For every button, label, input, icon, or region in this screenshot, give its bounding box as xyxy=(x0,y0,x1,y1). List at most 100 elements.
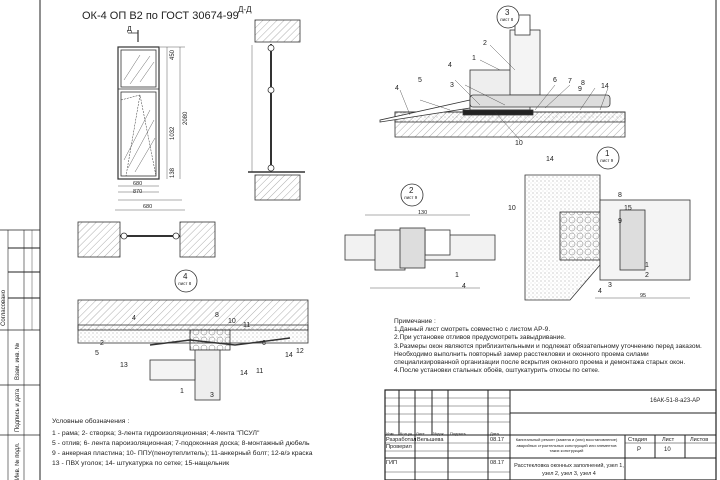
leader-label: 14 xyxy=(285,352,293,359)
dim-label: 870 xyxy=(133,189,143,195)
leader-label: 1 xyxy=(645,262,649,269)
leader-label: 3 xyxy=(608,282,612,289)
dim-label: 138 xyxy=(170,167,176,178)
note-item: 4.После установки стальных обоёв, оштука… xyxy=(394,367,600,375)
callout-3-sheet: лист 8 xyxy=(500,17,514,22)
leader-label: 9 xyxy=(618,218,622,225)
leader-label: 10 xyxy=(508,205,516,212)
callout-2-number: 2 xyxy=(409,186,414,195)
sheet-header: Лист xyxy=(662,437,675,443)
agreed-label: Согласовано xyxy=(1,289,7,326)
node-2-jamb xyxy=(344,183,496,289)
callout-1-number: 1 xyxy=(605,149,610,158)
legend-line: 9 - анкерная пластина; 10- ППУ(пеноутепл… xyxy=(52,450,313,457)
tb-header: Подпись xyxy=(450,431,466,436)
leader-label: 10 xyxy=(515,140,523,147)
sheet-title: Расстекловка оконных заполнений, узел 1,… xyxy=(514,463,624,477)
tb-role: Проверил xyxy=(386,444,412,450)
leader-label: 11 xyxy=(243,322,251,329)
dim-label: 130 xyxy=(418,210,428,216)
callout-2-sheet: лист 9 xyxy=(404,195,418,200)
leader-label: 8 xyxy=(618,192,622,199)
leader-label: 1 xyxy=(455,272,459,279)
legend-line: 5 - отлив; 6- лента пароизоляционная; 7-… xyxy=(52,440,310,447)
title-block-lines xyxy=(384,389,717,480)
tb-header: Лист xyxy=(416,431,425,436)
node-1-jamb xyxy=(524,146,691,301)
leader-label: 4 xyxy=(448,62,452,69)
sheets-header: Листов xyxy=(690,437,709,443)
note-item: 3.Размеры окон являются приблизительными… xyxy=(394,342,702,367)
drawing-code: 16АК-51-8-а23-АР xyxy=(650,398,701,404)
notes-heading: Примечание : xyxy=(394,318,436,325)
leader-label: 3 xyxy=(210,392,214,399)
callout-4-sheet: лист 8 xyxy=(178,281,192,286)
notes-block: Примечание : 1.Данный лист смотреть совм… xyxy=(394,318,714,375)
leader-label: 8 xyxy=(215,312,219,319)
leader-label: 4 xyxy=(598,288,602,295)
tb-header: Кол.уч. xyxy=(400,431,414,436)
callout-3-number: 3 xyxy=(505,8,510,17)
tb-header: Дата xyxy=(490,431,499,436)
dim-label: 2080 xyxy=(183,111,189,125)
dim-label: 1032 xyxy=(170,126,176,140)
leader-label: 6 xyxy=(262,340,266,347)
legend-heading: Условные обозначения : xyxy=(52,418,130,425)
callout-1-sheet: лист 9 xyxy=(600,158,614,163)
note-item: 1.Данный лист смотреть совместно с листо… xyxy=(394,326,551,334)
note-item: 2.При установке отливов предусмотреть за… xyxy=(394,334,566,342)
tb-date: 08.17 xyxy=(490,437,504,443)
stage-header: Стадия xyxy=(628,437,648,443)
tb-role: ГИП xyxy=(386,460,398,466)
project-name: Капитальный ремонт (замена и (или) восст… xyxy=(515,437,618,453)
stage-value: Р xyxy=(637,447,642,453)
leader-label: 2 xyxy=(100,340,104,347)
sheet-value: 10 xyxy=(664,447,671,453)
stamp-cell: Инв. № подл. xyxy=(15,442,21,480)
leader-label: 2 xyxy=(645,272,649,279)
leader-label: 1 xyxy=(472,55,476,62)
window-elevation xyxy=(117,30,185,193)
leader-label: 14 xyxy=(546,156,554,163)
leader-label: 4 xyxy=(132,315,136,322)
tb-header: №док. xyxy=(433,431,445,436)
leader-label: 12 xyxy=(296,348,304,355)
leader-label: 14 xyxy=(601,83,609,90)
dim-label: 680 xyxy=(143,204,153,210)
tb-role: Разработал xyxy=(386,437,417,443)
section-label: Д-Д xyxy=(238,5,252,14)
tb-header: Изм. xyxy=(386,431,395,436)
dim-label: 450 xyxy=(170,49,176,60)
node-3-sill xyxy=(379,5,626,141)
dim-label: 95 xyxy=(640,293,647,299)
tb-date: 08.17 xyxy=(490,460,504,466)
leader-label: 4 xyxy=(462,283,466,290)
plan-section xyxy=(77,199,216,258)
leader-label: 15 xyxy=(624,205,632,212)
drawing-title: ОК-4 ОП В2 по ГОСТ 30674-99 xyxy=(82,10,239,22)
stamp-cell: Взам. инв. № xyxy=(15,342,21,380)
leader-label: 7 xyxy=(568,78,572,85)
legend-line: 13 - ПВХ уголок; 14- штукатурка по сетке… xyxy=(52,460,230,467)
section-dd xyxy=(248,19,305,201)
section-mark: Д xyxy=(127,26,132,33)
callout-4-number: 4 xyxy=(183,272,188,281)
tb-name: Вельшева xyxy=(417,437,444,443)
leader-label: 13 xyxy=(120,362,128,369)
leader-label: 11 xyxy=(256,368,264,375)
leader-label: 5 xyxy=(418,77,422,84)
dim-label: 680 xyxy=(133,181,143,187)
legend-line: 1 - рама; 2- створка; 3-лента гидроизоля… xyxy=(52,430,260,437)
leader-label: 14 xyxy=(240,370,248,377)
leader-label: 3 xyxy=(450,82,454,89)
leader-label: 2 xyxy=(483,40,487,47)
leader-label: 10 xyxy=(228,318,236,325)
leader-label: 5 xyxy=(95,350,99,357)
leader-label: 6 xyxy=(553,77,557,84)
leader-label: 1 xyxy=(180,388,184,395)
leader-label: 9 xyxy=(578,86,582,93)
stamp-cell: Подпись и дата xyxy=(15,388,21,432)
node-4-head xyxy=(77,269,309,401)
leader-label: 4 xyxy=(395,85,399,92)
